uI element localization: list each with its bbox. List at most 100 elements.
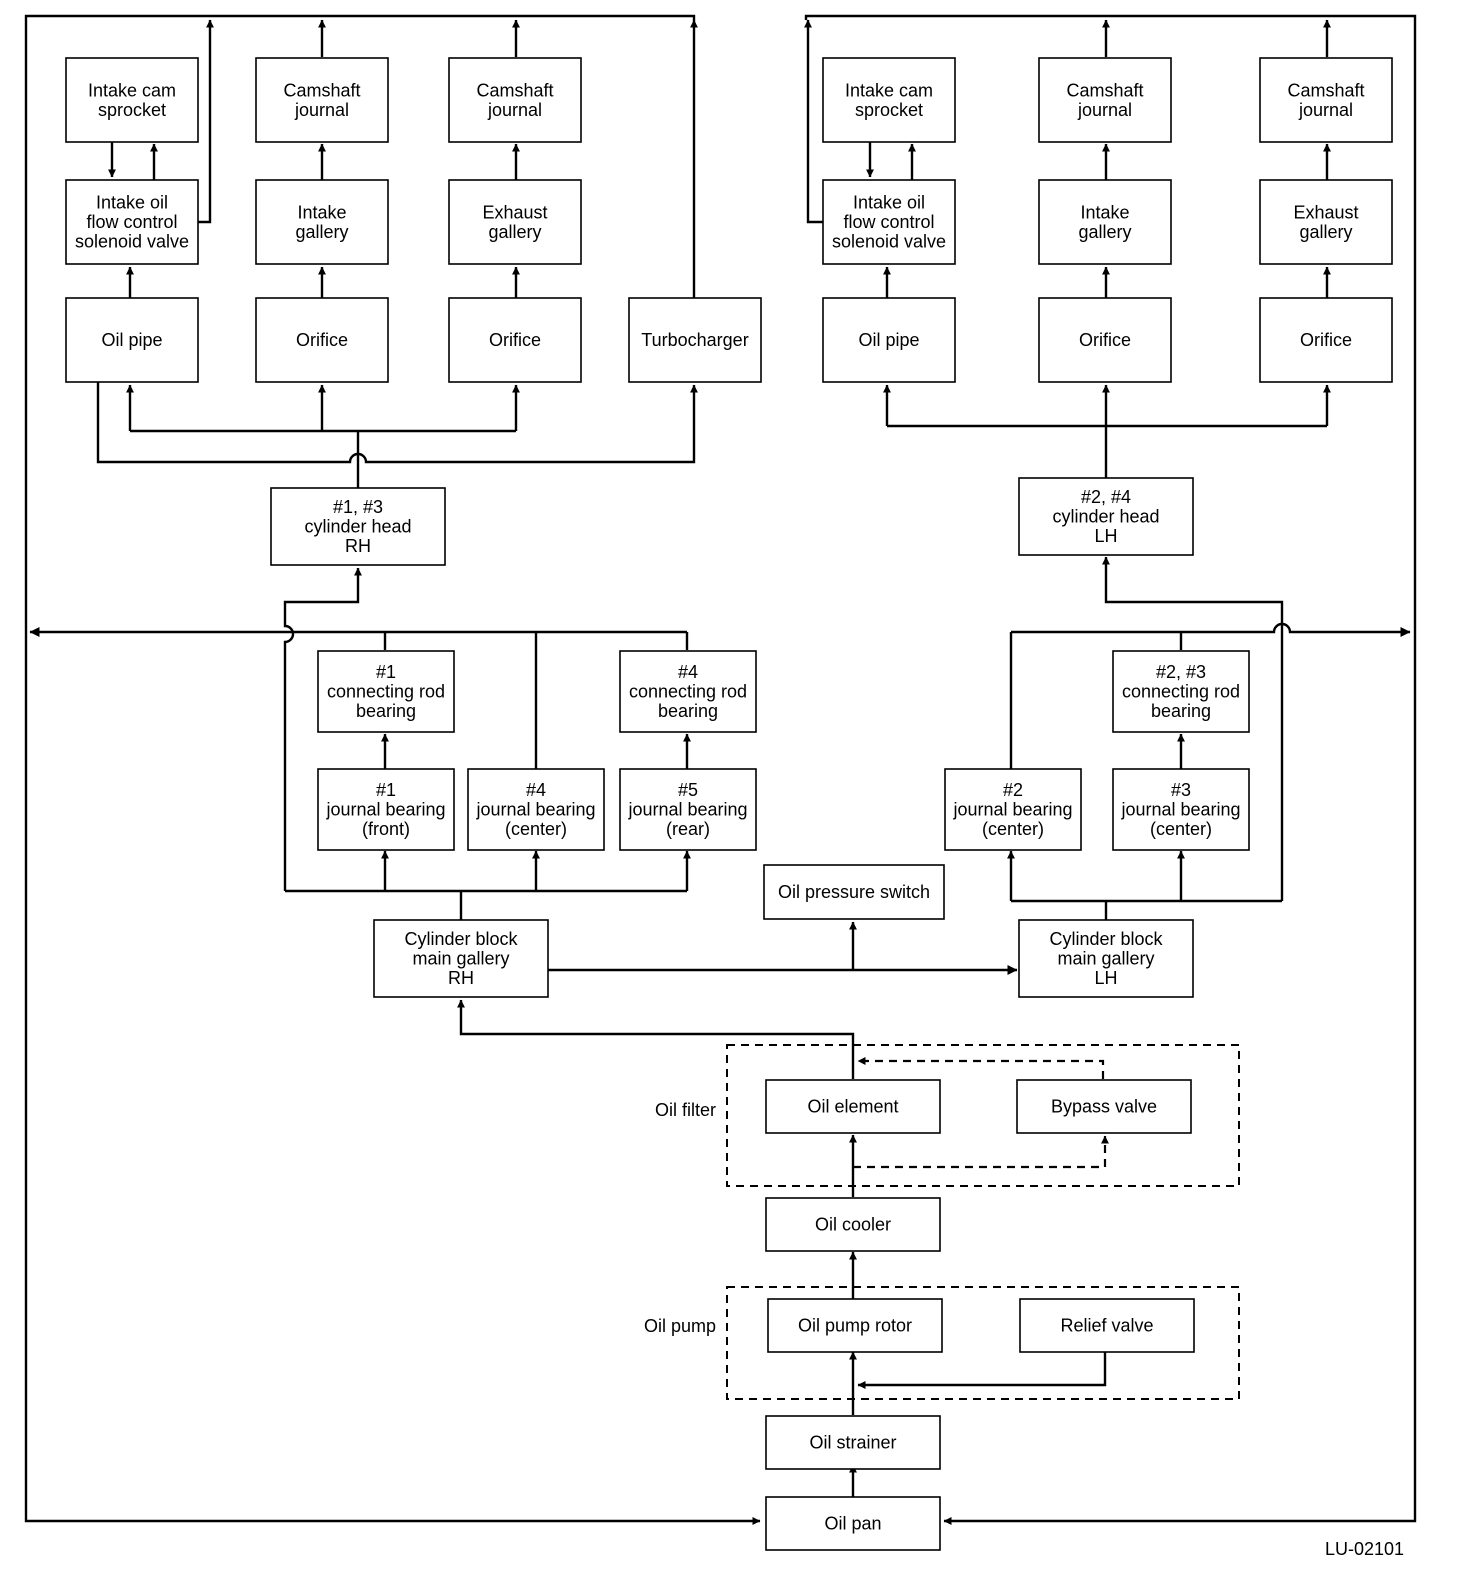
box-label-line: Oil cooler — [815, 1215, 891, 1235]
box-label-line: main gallery — [412, 949, 509, 969]
bypass-in — [853, 1135, 1109, 1169]
box-label-line: journal bearing — [1120, 800, 1240, 820]
box-frame — [1259, 179, 1393, 265]
box-label-line: journal bearing — [325, 800, 445, 820]
box-label-line: Oil pipe — [858, 330, 919, 350]
box-frame — [767, 1298, 943, 1353]
box-label-line: Camshaft — [283, 80, 360, 100]
box-label-line: Orifice — [296, 330, 348, 350]
svg-text:Oil pump: Oil pump — [644, 1316, 716, 1336]
box-label-line: #2 — [1003, 780, 1023, 800]
box-frame — [65, 57, 199, 143]
box-oil-pan: Oil pan — [765, 1496, 941, 1551]
box-label-line: sprocket — [98, 100, 166, 120]
lh-ofc-return — [804, 19, 823, 224]
bypass-out — [857, 1057, 1105, 1079]
box-rh-oil-pipe: Oil pipe — [65, 297, 199, 383]
connectors — [24, 14, 1417, 1525]
box-frame — [65, 297, 199, 383]
box-label-line: #3 — [1171, 780, 1191, 800]
svg-text:Oil filter: Oil filter — [655, 1100, 716, 1120]
figure-code: LU-02101 — [1325, 1539, 1404, 1559]
box-label-line: Exhaust — [1293, 202, 1358, 222]
box-frame — [765, 1079, 941, 1134]
box-label-line: Oil pump rotor — [798, 1316, 912, 1336]
box-label-line: Turbocharger — [641, 330, 748, 350]
box-label-line: Oil pipe — [101, 330, 162, 350]
return-line-right — [804, 14, 1417, 1525]
box-label-line: Bypass valve — [1051, 1097, 1157, 1117]
box-frame — [1018, 477, 1194, 556]
box-oil-pressure-switch: Oil pressure switch — [763, 864, 945, 920]
box-label-line: flow control — [843, 212, 934, 232]
box-label-line: Orifice — [489, 330, 541, 350]
box-label-line: cylinder head — [304, 517, 411, 537]
box-frame — [373, 919, 549, 998]
box-label-line: flow control — [86, 212, 177, 232]
box-label-line: gallery — [295, 222, 348, 242]
box-label-line: Oil pressure switch — [778, 882, 930, 902]
box-label-line: bearing — [356, 701, 416, 721]
box-label-line: gallery — [1078, 222, 1131, 242]
box-frame — [619, 650, 757, 733]
box-label-line: journal bearing — [952, 800, 1072, 820]
box-label-line: bearing — [1151, 701, 1211, 721]
box-label-line: journal — [487, 100, 542, 120]
box-frame — [1038, 179, 1172, 265]
box-frame — [1018, 919, 1194, 998]
box-frame — [628, 297, 762, 383]
box-label-line: #5 — [678, 780, 698, 800]
box-label-line: Cylinder block — [1049, 929, 1163, 949]
box-frame — [1038, 297, 1172, 383]
box-frame — [822, 179, 956, 265]
box-label-line: LH — [1094, 968, 1117, 988]
box-label-line: #2, #3 — [1156, 662, 1206, 682]
box-oil-pump-rotor: Oil pump rotor — [767, 1298, 943, 1353]
box-label-line: Intake — [297, 202, 346, 222]
box-label-line: Oil pan — [824, 1514, 881, 1534]
element-to-gallery-rh — [457, 999, 855, 1079]
box-frame — [317, 768, 455, 851]
oil-pump-label: Oil pump — [644, 1316, 716, 1336]
crank-line-right — [1011, 622, 1411, 637]
box-frame — [765, 1415, 941, 1470]
box-label-line: (rear) — [666, 819, 710, 839]
box-label-line: Orifice — [1079, 330, 1131, 350]
box-frame — [822, 57, 956, 143]
box-label-line: Intake oil — [853, 193, 925, 213]
box-frame — [448, 179, 582, 265]
box-frame — [467, 768, 605, 851]
box-label-line: #1 — [376, 780, 396, 800]
box-label-line: Oil element — [807, 1097, 898, 1117]
box-frame — [255, 179, 389, 265]
box-label-line: bearing — [658, 701, 718, 721]
box-label-line: journal — [1077, 100, 1132, 120]
box-label-line: #4 — [526, 780, 546, 800]
box-label-line: Orifice — [1300, 330, 1352, 350]
box-frame — [1112, 650, 1250, 733]
box-label-line: gallery — [1299, 222, 1352, 242]
box-label-line: #4 — [678, 662, 698, 682]
box-label-line: journal bearing — [475, 800, 595, 820]
box-label-line: main gallery — [1057, 949, 1154, 969]
box-label-line: Intake cam — [845, 80, 933, 100]
box-frame — [822, 297, 956, 383]
return-line-left — [24, 14, 761, 1525]
box-label-line: connecting rod — [1122, 682, 1240, 702]
box-frame — [619, 768, 757, 851]
